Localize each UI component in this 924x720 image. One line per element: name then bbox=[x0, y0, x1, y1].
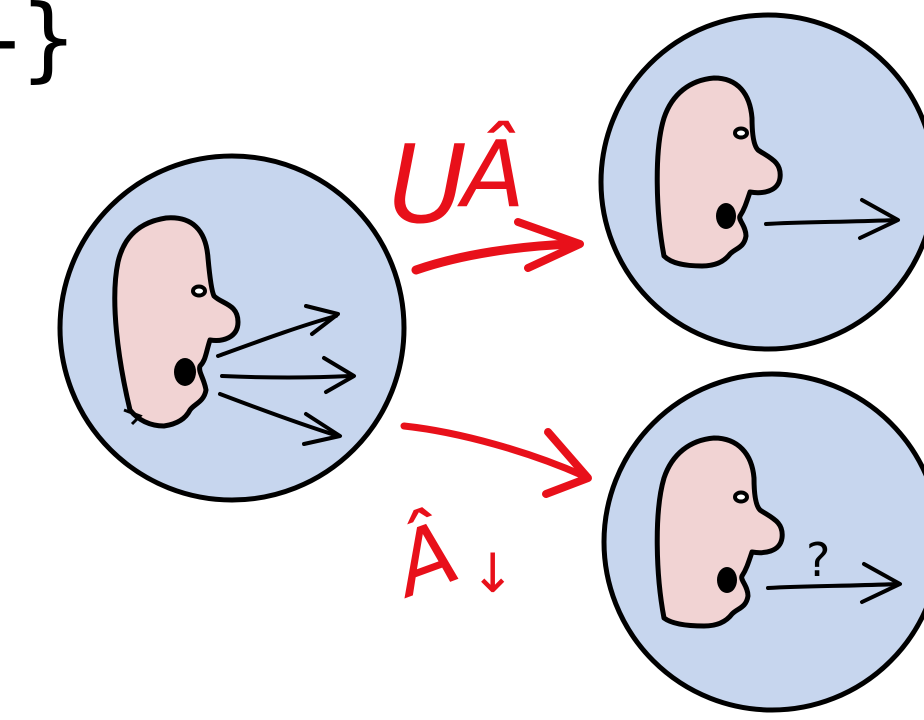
top-label-operator: Â bbox=[457, 120, 525, 228]
bottom-receiver-bubble: ? bbox=[604, 374, 924, 710]
bottom-label-suffix: ↓ bbox=[470, 542, 515, 605]
bottom-label: Â ↓ bbox=[377, 502, 516, 619]
top-receiver-bubble bbox=[601, 15, 924, 349]
bottom-label-operator: Â bbox=[377, 502, 472, 619]
brace-text: -} bbox=[0, 0, 78, 92]
source-speaker-bubble bbox=[60, 156, 404, 500]
top-label: U Â bbox=[388, 120, 525, 248]
top-label-main: U bbox=[388, 123, 467, 248]
bottom-transition-arrow bbox=[404, 426, 588, 494]
question-mark: ? bbox=[806, 533, 830, 587]
